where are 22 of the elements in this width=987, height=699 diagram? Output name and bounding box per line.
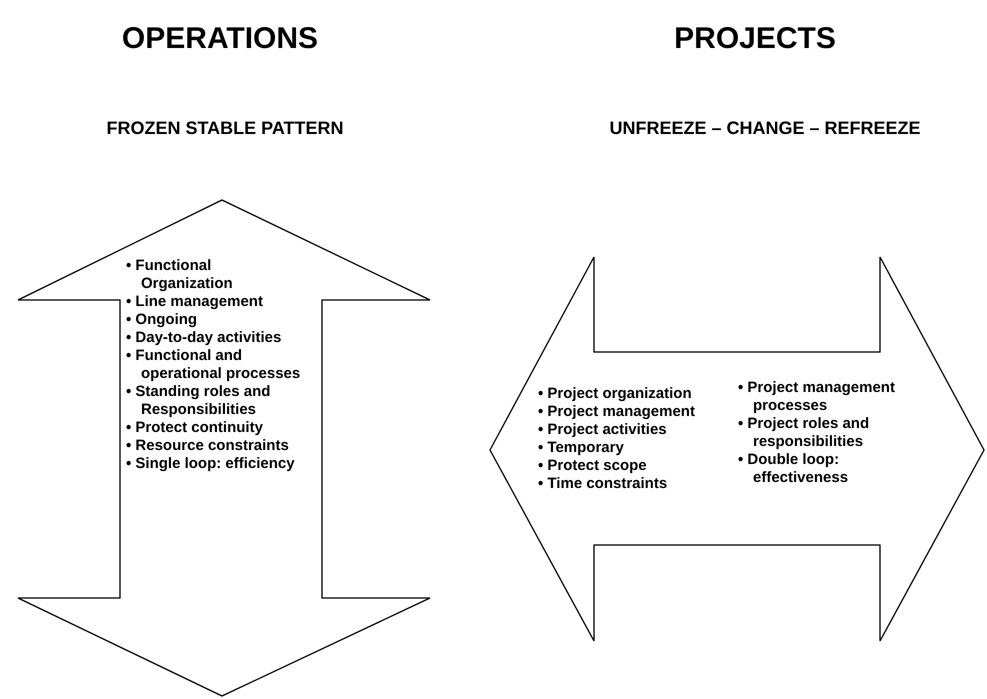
bullet-item: • Resource constraints (126, 437, 290, 455)
heading: OPERATIONS (120, 22, 320, 56)
bullet-item: • Time constraints (538, 475, 668, 493)
bullet-item: • Protect scope (538, 457, 648, 475)
bullet-item: • Line management (126, 293, 264, 311)
bullet-item: • Project management (538, 403, 696, 421)
bullet-item: • Project roles and responsibilities (738, 415, 870, 451)
bullet-item: • Day-to-day activities (126, 329, 282, 347)
subheading: FROZEN STABLE PATTERN (106, 118, 344, 139)
subheading: UNFREEZE – CHANGE – REFREEZE (608, 118, 922, 139)
bullet-item: • Single loop: efficiency (126, 455, 296, 473)
bullet-item: • Project management processes (738, 379, 896, 415)
bullet-item: • Functional and operational processes (126, 347, 302, 383)
bullet-item: • Standing roles and Responsibilities (126, 383, 272, 419)
bullet-item: • Double loop: effectiveness (738, 451, 850, 487)
bullet-item: • Functional Organization (126, 257, 234, 293)
bullet-item: • Protect continuity (126, 419, 264, 437)
bullet-item: • Project activities (538, 421, 668, 439)
bullet-item: • Temporary (538, 439, 625, 457)
heading: PROJECTS (673, 22, 837, 56)
bullet-item: • Project organization (538, 385, 693, 403)
bullet-item: • Ongoing (126, 311, 198, 329)
